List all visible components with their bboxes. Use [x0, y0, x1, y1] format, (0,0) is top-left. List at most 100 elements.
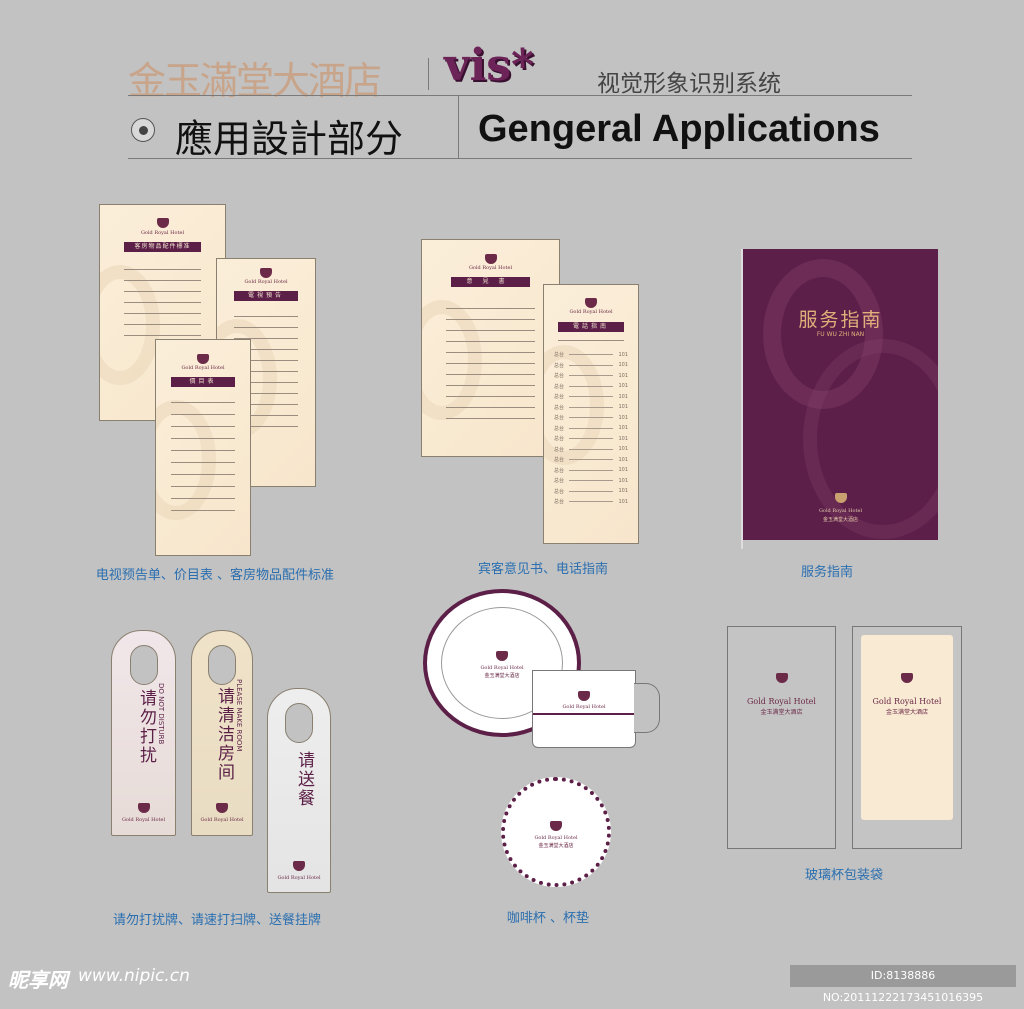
- brand-name-cn: 金玉满堂大酒店: [760, 709, 803, 716]
- phone-row: 总台 101: [554, 372, 628, 380]
- card-title: 意見書: [451, 277, 530, 287]
- do-not-disturb-hanger: 请勿打扰 DO NOT DISTURB Gold Royal Hotel: [111, 630, 176, 836]
- phone-row: 总台 101: [554, 393, 628, 401]
- crest-icon: [834, 493, 847, 503]
- card-title: 電話指南: [558, 322, 624, 332]
- phone-row-ext: 101: [618, 477, 628, 484]
- glass-bag-grey: Gold Royal Hotel 金玉满堂大酒店: [727, 626, 836, 849]
- phone-row-ext: 101: [618, 425, 628, 431]
- brand-name-cn: 金玉满堂大酒店: [484, 673, 520, 679]
- crest-icon: [484, 254, 497, 264]
- phone-row-label: 总台: [554, 425, 565, 432]
- phone-row-label: 总台: [554, 394, 565, 400]
- hanger-text-en: DO NOT DISTURB: [157, 683, 165, 745]
- phone-row-label: 总台: [554, 362, 565, 369]
- phone-row-ext: 101: [618, 446, 628, 452]
- phone-row-label: 总台: [554, 446, 565, 453]
- caption-service-guide: 服务指南: [800, 565, 854, 580]
- phone-row-ext: 101: [618, 467, 628, 473]
- brand-name-cn: 金玉满堂大酒店: [538, 843, 574, 849]
- brand-name: Gold Royal Hotel: [277, 875, 321, 881]
- caption-menus: 电视预告单、价目表 、客房物品配件标准: [95, 568, 335, 583]
- vis-logo: vis*: [444, 40, 535, 91]
- coaster: Gold Royal Hotel 金玉满堂大酒店: [501, 777, 611, 887]
- caption-feedback: 宾客意见书、电话指南: [477, 562, 609, 577]
- caption-hangers: 请勿打扰牌、请速打扫牌、送餐挂牌: [112, 913, 322, 928]
- brand-name: Gold Royal Hotel: [480, 665, 524, 671]
- phone-row-ext: 101: [618, 456, 628, 463]
- phone-row: 总台 101: [554, 488, 628, 495]
- section-title-en: Gengeral Applications: [478, 108, 880, 150]
- card-title: 價目表: [171, 377, 235, 387]
- radio-bullet-icon: [131, 118, 155, 142]
- brand-name-cn: 金玉满堂大酒店: [885, 709, 928, 716]
- phone-row-label: 总台: [554, 457, 565, 463]
- phone-row-ext: 101: [618, 404, 628, 410]
- brand-name: Gold Royal Hotel: [200, 817, 244, 823]
- phone-row: 总台 101: [554, 414, 628, 422]
- site-url: www.nipic.cn: [78, 966, 190, 986]
- glass-bag-cream: Gold Royal Hotel 金玉满堂大酒店: [852, 626, 962, 849]
- caption-cups: 咖啡杯 、杯垫: [506, 911, 590, 926]
- guest-feedback-card: Gold Royal Hotel 意見書: [421, 239, 560, 457]
- phone-row-label: 总台: [554, 415, 565, 421]
- phone-row: 总台 101: [554, 404, 628, 411]
- phone-row: 总台 101: [554, 477, 628, 485]
- brand-name: Gold Royal Hotel: [747, 697, 816, 706]
- phone-row: 总台 101: [554, 456, 628, 464]
- hotel-name: 金玉滿堂大酒店: [128, 59, 382, 103]
- brand-name: Gold Royal Hotel: [872, 697, 942, 706]
- image-id: ID:8138886 NO:20111222173451016395: [790, 965, 1016, 1004]
- phone-row-label: 总台: [554, 373, 565, 379]
- header-rule-bottom: [128, 158, 912, 159]
- divider: [458, 96, 459, 158]
- crest-icon: [197, 354, 209, 364]
- phone-row-ext: 101: [618, 362, 628, 368]
- phone-row-label: 总台: [554, 436, 565, 442]
- brand-name: Gold Royal Hotel: [818, 508, 863, 514]
- phone-row-label: 总台: [554, 478, 565, 484]
- phone-row-ext: 101: [618, 414, 628, 421]
- phone-row-label: 总台: [554, 488, 565, 495]
- phone-row-label: 总台: [554, 467, 565, 474]
- brand-name: Gold Royal Hotel: [181, 365, 225, 371]
- section-title-cn: 應用設計部分: [175, 117, 404, 161]
- hanger-text-en: PLEASE MAKE ROOM: [235, 679, 243, 752]
- brand-name: Gold Royal Hotel: [244, 279, 288, 285]
- phone-row-ext: 101: [618, 488, 628, 494]
- phone-row-ext: 101: [618, 383, 628, 389]
- hanger-text: 请送餐: [294, 751, 314, 808]
- phone-row-ext: 101: [618, 351, 628, 358]
- brand-name: Gold Royal Hotel: [140, 230, 185, 236]
- hanger-text: 请勿打扰: [136, 689, 156, 765]
- card-title: 電視預告: [234, 291, 298, 301]
- vis-subtitle: 视觉形象识别系统: [597, 71, 781, 97]
- phone-row: 总台 101: [554, 351, 628, 359]
- brand-name: Gold Royal Hotel: [468, 265, 513, 271]
- card-title: 客房物品配件標准: [124, 242, 201, 252]
- phone-row: 总台 101: [554, 467, 628, 474]
- booklet-pinyin: FU WU ZHI NAN: [816, 331, 865, 338]
- booklet-cord: [741, 249, 743, 549]
- room-service-hanger: 请送餐 Gold Royal Hotel: [267, 688, 331, 893]
- phone-row: 总台 101: [554, 425, 628, 432]
- phone-row: 总台 101: [554, 362, 628, 369]
- phone-row-label: 总台: [554, 404, 565, 411]
- make-room-hanger: 请清洁房间 PLEASE MAKE ROOM Gold Royal Hotel: [191, 630, 253, 836]
- cup-handle: [634, 683, 660, 733]
- crest-icon: [260, 268, 272, 278]
- phone-row-ext: 101: [618, 393, 628, 400]
- phone-row-label: 总台: [554, 499, 565, 505]
- phone-row-ext: 101: [618, 372, 628, 379]
- booklet-title: 服务指南: [798, 309, 883, 331]
- price-list-card: Gold Royal Hotel 價目表: [155, 339, 251, 556]
- phone-row-label: 总台: [554, 352, 565, 358]
- header-rule-top: [128, 95, 912, 96]
- crest-icon: [585, 298, 597, 308]
- site-logo: 昵享网: [8, 968, 68, 992]
- hanger-text: 请清洁房间: [214, 687, 234, 782]
- brand-name: Gold Royal Hotel: [121, 817, 166, 823]
